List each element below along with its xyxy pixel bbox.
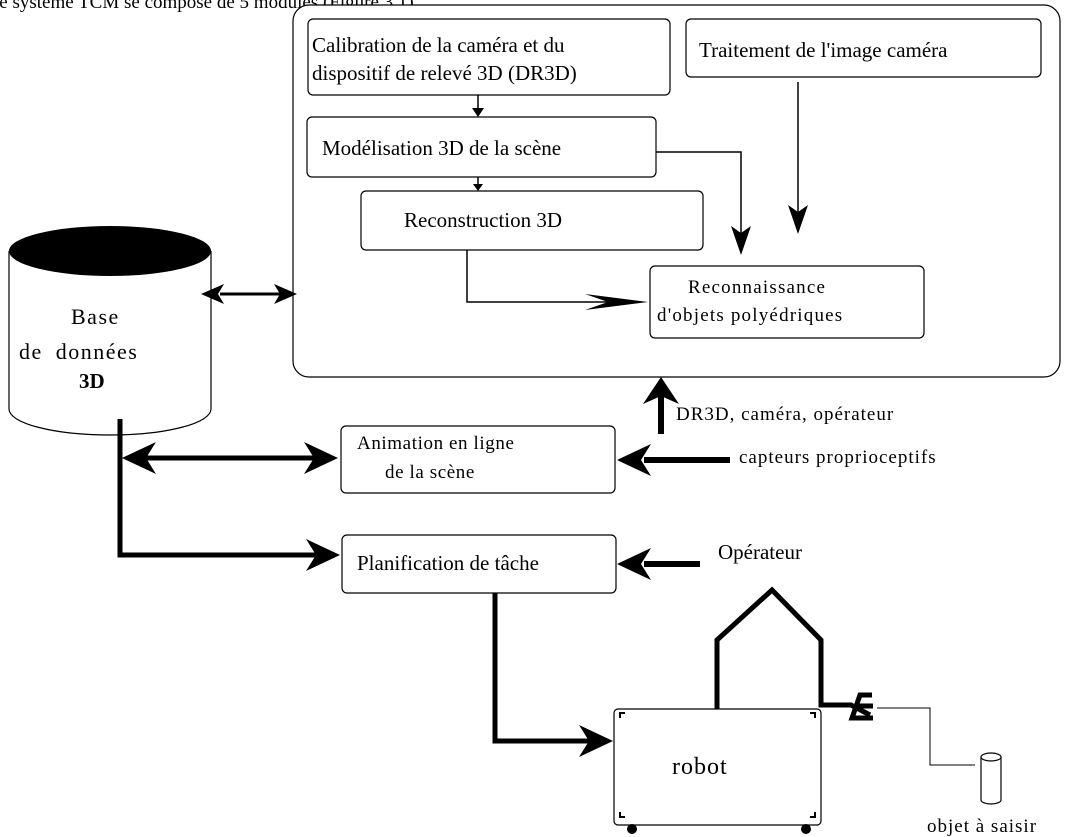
arrowhead-reconstruction-reconnaissance — [585, 294, 648, 310]
arrowhead-sensor-animation — [617, 444, 651, 476]
db-to-planification-line — [117, 419, 320, 558]
arrowhead-modelisation-reconnaissance — [731, 226, 751, 255]
sensors-top-label: DR3D, caméra, opérateur — [676, 404, 894, 425]
traitement-label: Traitement de l'image caméra — [699, 38, 948, 62]
robot-wheel-left — [627, 824, 637, 834]
reconnaissance-module: Reconnaissance d'objets polyédriques — [649, 265, 925, 339]
robot-wheel-right — [801, 824, 811, 834]
gripper-to-object-line — [877, 707, 975, 766]
target-object-cylinder — [980, 752, 1002, 805]
robot-arm — [714, 586, 872, 718]
modelisation-module: Modélisation 3D de la scène — [306, 116, 657, 178]
reconstruction-module: Reconstruction 3D — [360, 190, 704, 251]
animation-label-line2: de la scène — [385, 462, 475, 483]
arrowhead-reconstruction — [473, 184, 483, 191]
reconnaissance-label-line2: d'objets polyédriques — [657, 305, 843, 326]
arrowhead-planification — [306, 539, 340, 571]
database-cylinder: Base de données 3D — [8, 226, 212, 436]
calibration-label-line2: dispositif de relevé 3D (DR3D) — [312, 61, 577, 85]
sensors-bottom-label: capteurs proprioceptifs — [739, 447, 937, 468]
arrowhead-operator-planification — [617, 548, 651, 580]
robot-base: robot — [613, 708, 822, 834]
arrowhead-robot — [579, 725, 613, 757]
target-object-label: objet à saisir — [927, 816, 1037, 837]
robot-label: robot — [672, 754, 728, 780]
arrowhead-db-animation-right — [304, 442, 338, 474]
robot-gripper — [848, 692, 873, 721]
arrow-modelisation-to-reconnaissance — [656, 151, 742, 236]
arrowhead-vision-right — [274, 284, 297, 304]
arrowhead-db-left — [201, 284, 224, 304]
calibration-module: Calibration de la caméra et du dispositi… — [307, 18, 671, 96]
planification-module: Planification de tâche — [341, 534, 617, 594]
calibration-label-line1: Calibration de la caméra et du — [312, 33, 565, 57]
operator-label: Opérateur — [718, 540, 802, 564]
planification-label: Planification de tâche — [357, 551, 539, 575]
arrowhead-modelisation — [472, 108, 484, 117]
database-label-line3: 3D — [79, 369, 105, 393]
animation-module: Animation en ligne de la scène — [340, 425, 616, 494]
arrowhead-sensor-up — [643, 377, 679, 404]
arrowhead-db-animation-left — [122, 442, 156, 474]
database-label-line1: Base — [71, 304, 120, 329]
database-label-line2: de données — [19, 339, 138, 364]
traitement-module: Traitement de l'image caméra — [685, 18, 1042, 78]
planification-to-robot-line — [492, 593, 590, 744]
modelisation-label: Modélisation 3D de la scène — [322, 136, 561, 160]
reconstruction-label: Reconstruction 3D — [404, 208, 562, 232]
reconnaissance-label-line1: Reconnaissance — [688, 277, 826, 298]
animation-label-line1: Animation en ligne — [357, 433, 515, 454]
arrow-reconstruction-to-reconnaissance — [466, 250, 615, 303]
arrowhead-traitement-reconnaissance — [788, 205, 808, 234]
